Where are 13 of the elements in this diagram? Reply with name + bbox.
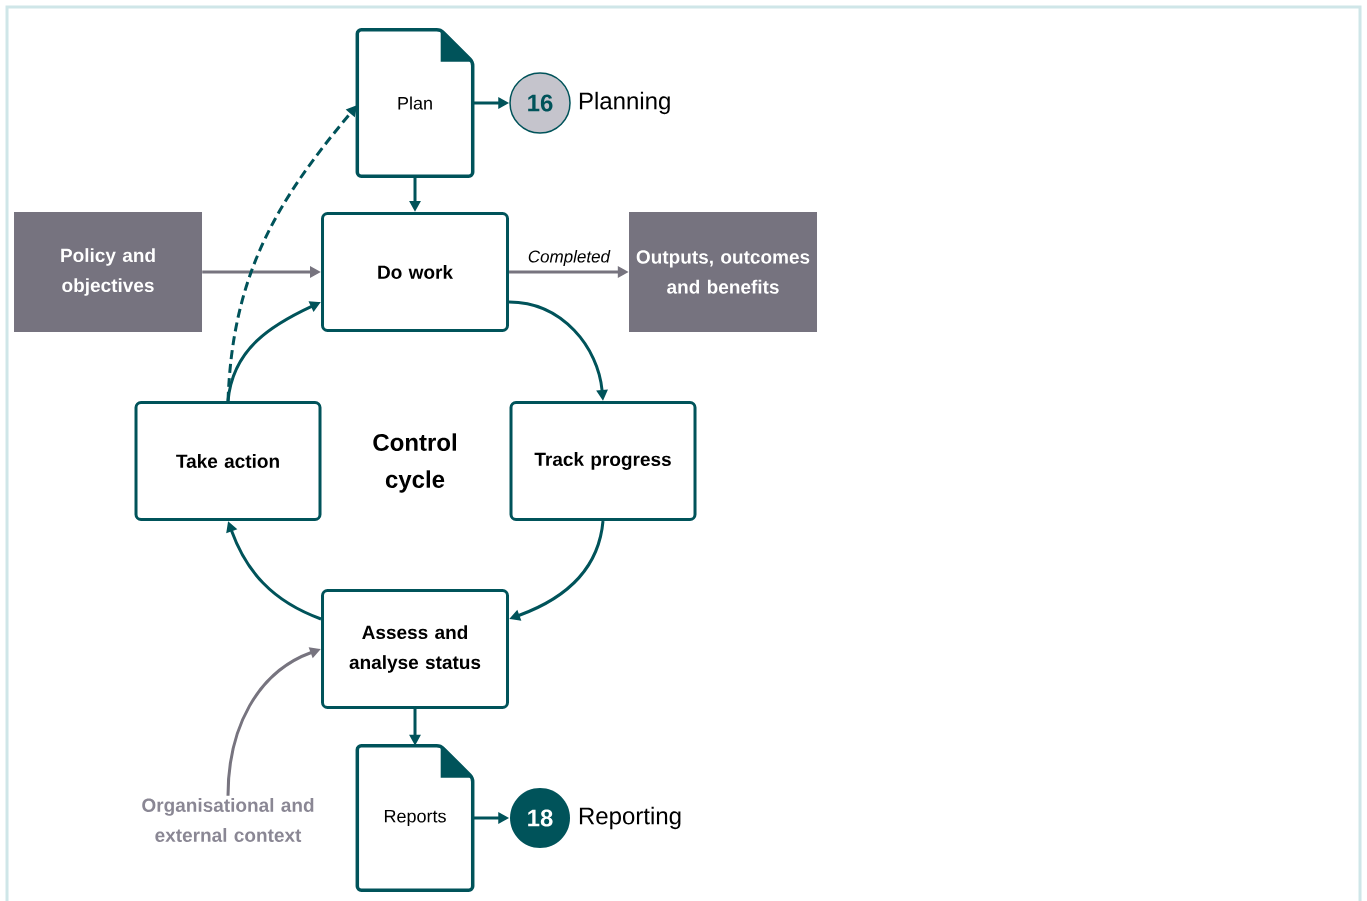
process-box: Track progress xyxy=(509,401,697,521)
edge-label: Completed xyxy=(526,249,611,267)
input-box: Outputs, outcomes and benefits xyxy=(629,212,817,332)
process-box: Take action xyxy=(134,401,322,521)
process-box: Assess and analyse status xyxy=(321,589,509,709)
input-box: Policy and objectives xyxy=(14,212,202,332)
number-badge: 16 xyxy=(509,72,571,134)
cycle-title: Control cycle xyxy=(373,433,456,493)
process-box: Do work xyxy=(321,212,509,332)
node-label: Reporting xyxy=(579,806,681,830)
context-text: Organisational and external context xyxy=(142,798,314,842)
number-badge: 18 xyxy=(510,788,570,848)
node-label: Planning xyxy=(579,91,670,115)
